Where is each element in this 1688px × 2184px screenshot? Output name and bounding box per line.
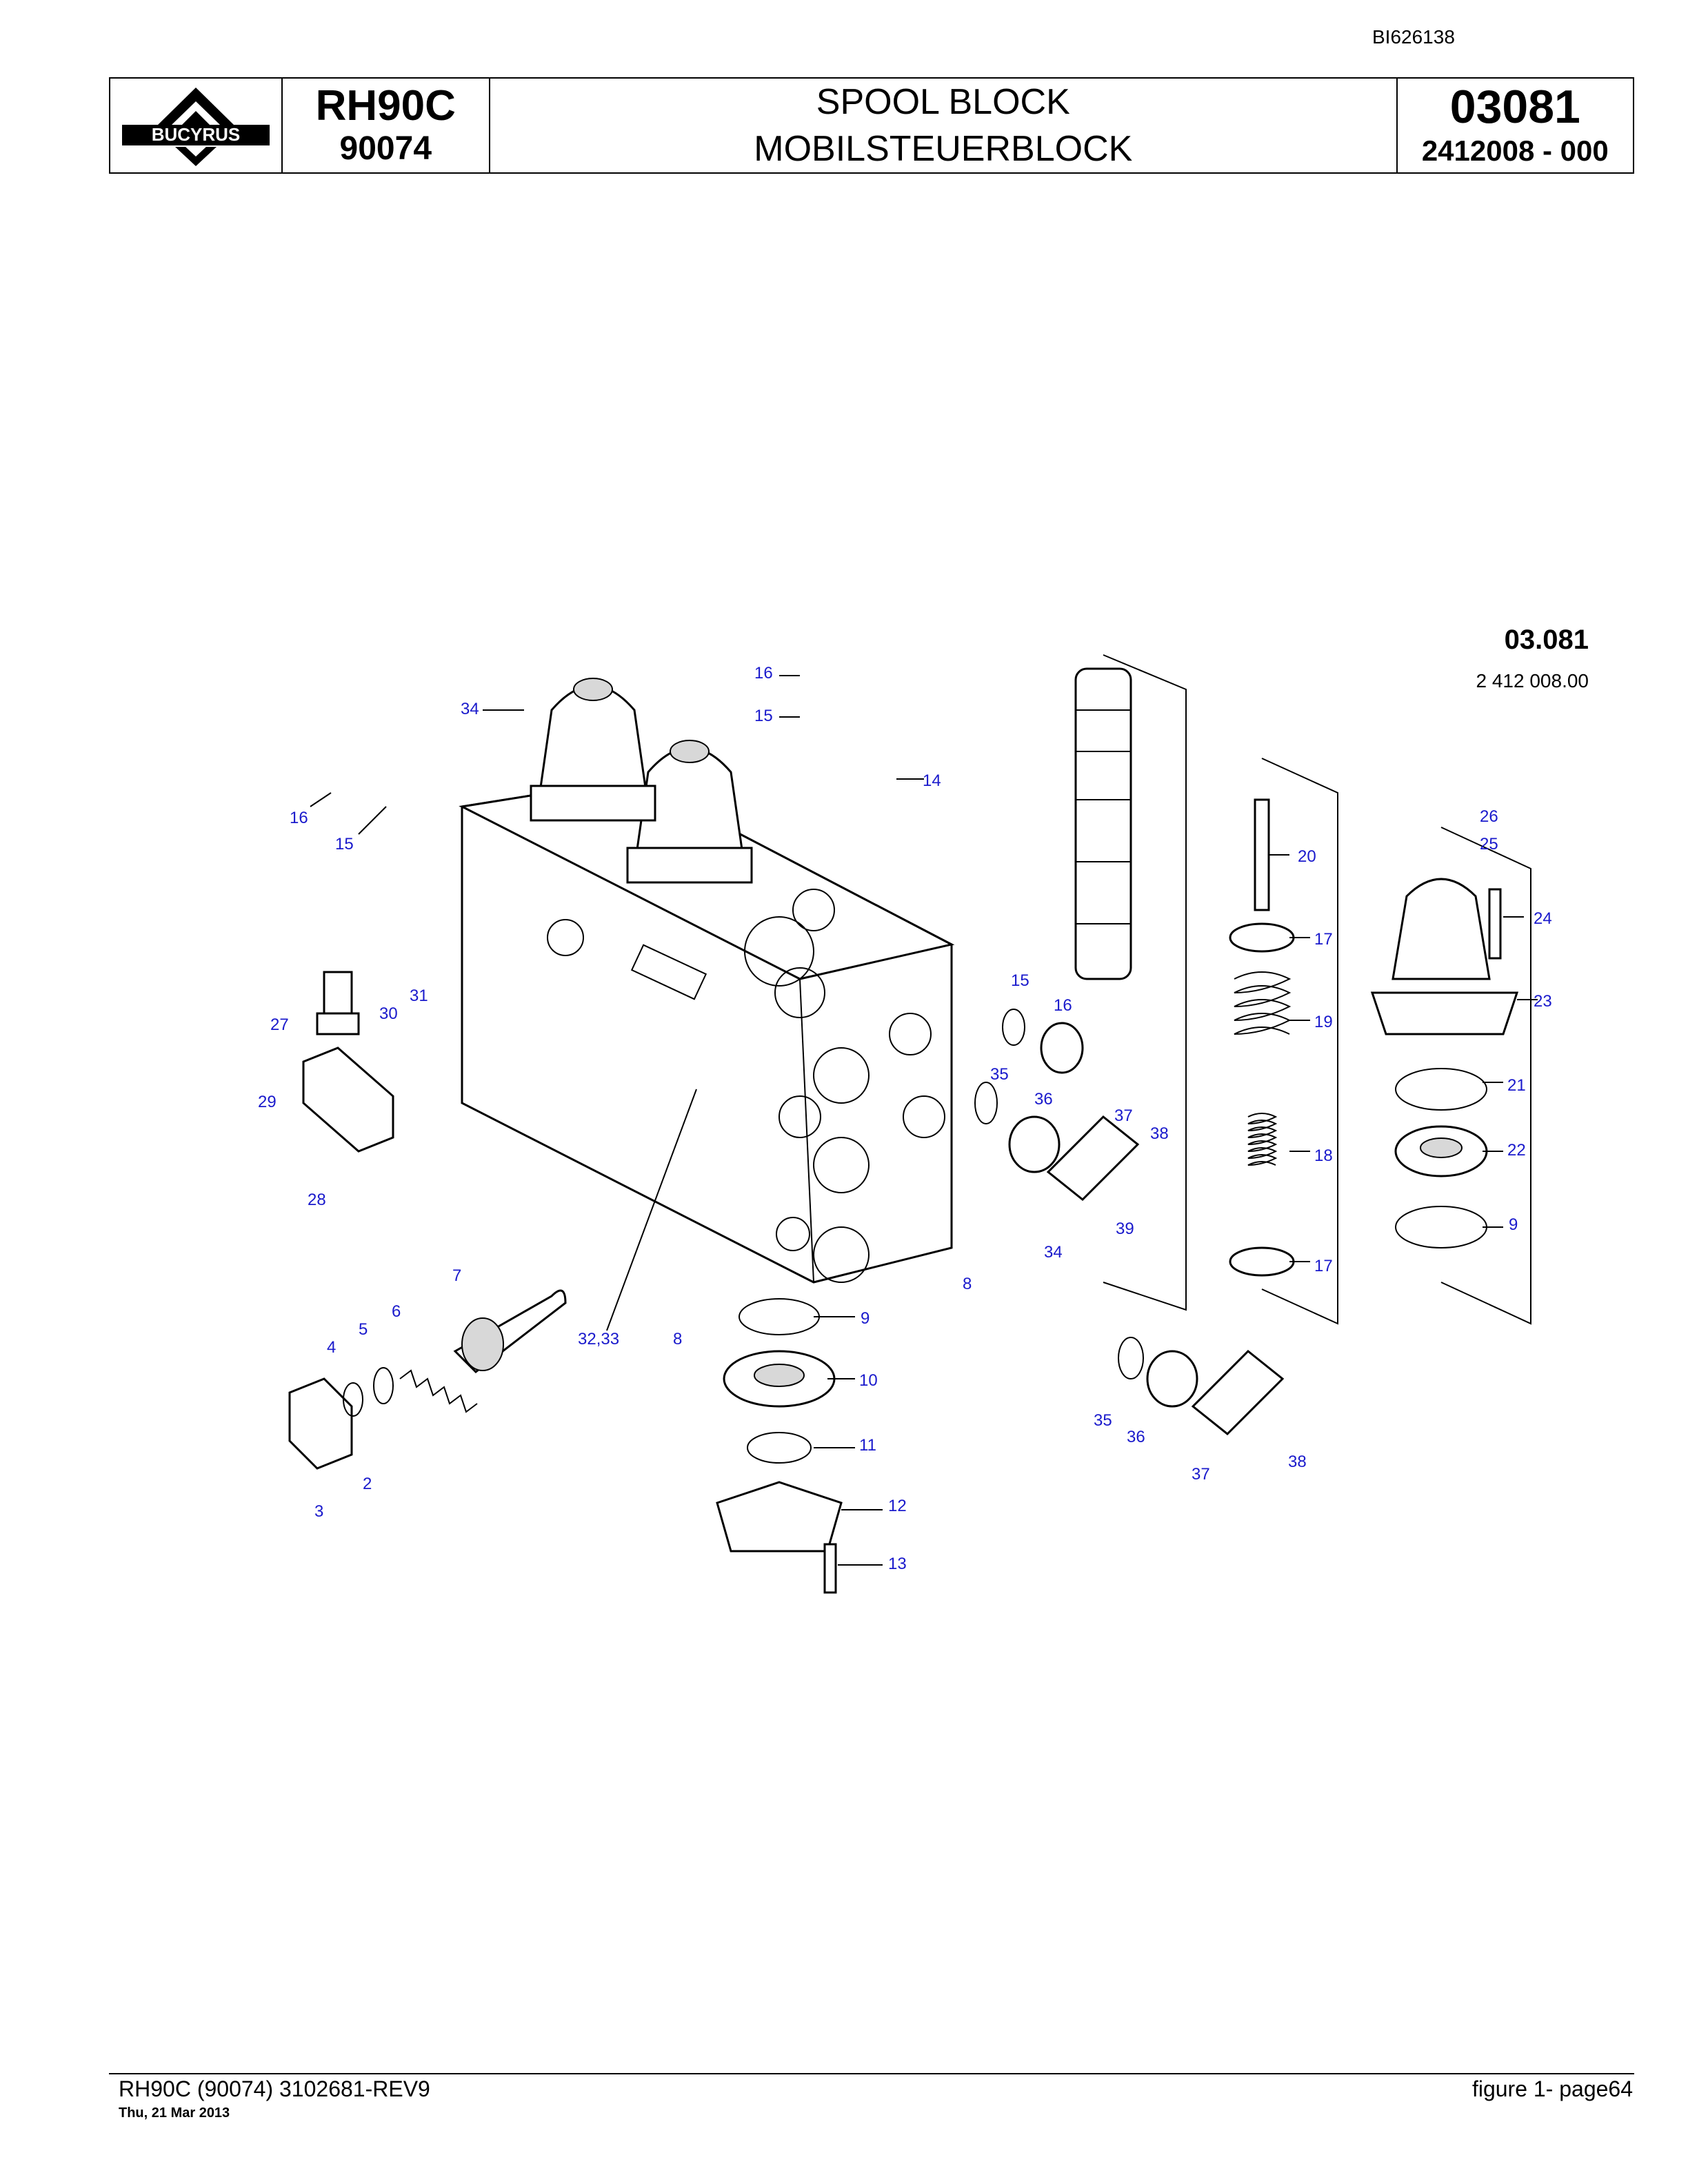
callout-19: 19 [1314, 1013, 1333, 1031]
footer-divider [109, 2073, 1634, 2074]
callout-37a: 37 [1114, 1106, 1133, 1125]
callout-labels: 2 3 4 5 6 7 8 8 8 9 9 10 11 12 13 14 15 … [258, 664, 1552, 1573]
callout-17b: 17 [1314, 1257, 1333, 1275]
callout-24: 24 [1534, 909, 1552, 928]
callout-10: 10 [859, 1371, 878, 1390]
model-cell: RH90C 90074 [283, 79, 490, 172]
callout-3: 3 [314, 1502, 323, 1521]
callout-18: 18 [1314, 1146, 1333, 1165]
relief-valve-assembly [302, 971, 394, 1153]
callout-35b: 35 [1094, 1411, 1112, 1430]
callout-5: 5 [359, 1320, 368, 1339]
cap-assembly [1370, 827, 1531, 1325]
callout-34a: 34 [461, 700, 479, 718]
footer-date: Thu, 21 Mar 2013 [119, 2105, 230, 2121]
document-id: BI626138 [1372, 26, 1455, 48]
callout-17a: 17 [1314, 930, 1333, 949]
bucyrus-logo: BUCYRUS [121, 88, 270, 166]
callout-36a: 36 [1034, 1090, 1053, 1109]
callout-27: 27 [270, 1015, 289, 1034]
callout-28: 28 [308, 1191, 326, 1209]
callout-16c: 16 [1054, 996, 1072, 1015]
callout-4: 4 [327, 1338, 336, 1357]
callout-22: 22 [1507, 1141, 1526, 1160]
callout-35a: 35 [990, 1065, 1009, 1084]
figure-part-label: 2 412 008.00 [1476, 670, 1589, 691]
number-cell: 03081 2412008 - 000 [1398, 79, 1633, 172]
part-number: 2412008 - 000 [1421, 134, 1609, 167]
callout-16b: 16 [290, 809, 308, 827]
logo-cell: BUCYRUS [110, 79, 283, 172]
callout-12: 12 [888, 1497, 907, 1515]
spring-column [1229, 758, 1338, 1325]
callout-36b: 36 [1127, 1428, 1145, 1446]
callout-8a: 8 [673, 1330, 682, 1348]
spool-parts-left [288, 1289, 567, 1470]
callout-34b: 34 [1044, 1243, 1063, 1262]
title-english: SPOOL BLOCK [816, 82, 1070, 122]
callout-8b: 8 [963, 1275, 972, 1293]
callout-15a: 15 [754, 707, 773, 725]
callout-6: 6 [392, 1302, 401, 1321]
callout-11: 11 [859, 1436, 876, 1455]
callout-29: 29 [258, 1093, 277, 1111]
callout-9b: 9 [1509, 1215, 1518, 1234]
group-number: 03081 [1449, 81, 1580, 133]
callout-23: 23 [1534, 992, 1552, 1011]
callout-2: 2 [363, 1475, 372, 1493]
callout-7: 7 [452, 1266, 461, 1285]
callout-31: 31 [410, 987, 428, 1005]
callout-9a: 9 [861, 1309, 870, 1328]
callout-13: 13 [888, 1555, 907, 1573]
callout-15b: 15 [335, 835, 354, 853]
callout-16a: 16 [754, 664, 773, 682]
callout-15c: 15 [1011, 971, 1029, 990]
callout-38a: 38 [1150, 1124, 1169, 1143]
footer-document-reference: RH90C (90074) 3102681-REV9 [119, 2076, 430, 2101]
title-german: MOBILSTEUERBLOCK [754, 129, 1133, 169]
title-cell: SPOOL BLOCK MOBILSTEUERBLOCK [490, 79, 1398, 172]
right-port-parts [974, 1009, 1285, 1436]
callout-38b: 38 [1288, 1453, 1307, 1471]
callout-37b: 37 [1192, 1465, 1210, 1484]
callout-32-33: 32,33 [578, 1330, 619, 1348]
model-name: RH90C [315, 82, 456, 130]
model-number: 90074 [339, 130, 432, 167]
figure-group-label: 03.081 [1504, 625, 1589, 655]
callout-25: 25 [1480, 835, 1498, 853]
callout-26: 26 [1480, 807, 1498, 826]
solenoid-caps [530, 678, 753, 884]
callout-20: 20 [1298, 847, 1316, 866]
title-block: BUCYRUS RH90C 90074 SPOOL BLOCK MOBILSTE… [109, 77, 1634, 174]
callout-21: 21 [1507, 1076, 1526, 1095]
footer-page-reference: figure 1- page64 [1471, 2076, 1633, 2101]
bottom-stack [716, 1298, 843, 1594]
svg-text:BUCYRUS: BUCYRUS [151, 124, 240, 145]
callout-39: 39 [1116, 1220, 1134, 1238]
spool-column [1074, 654, 1187, 1311]
leader-lines [310, 675, 1538, 1566]
callout-30: 30 [379, 1004, 398, 1023]
callout-14: 14 [923, 771, 941, 790]
